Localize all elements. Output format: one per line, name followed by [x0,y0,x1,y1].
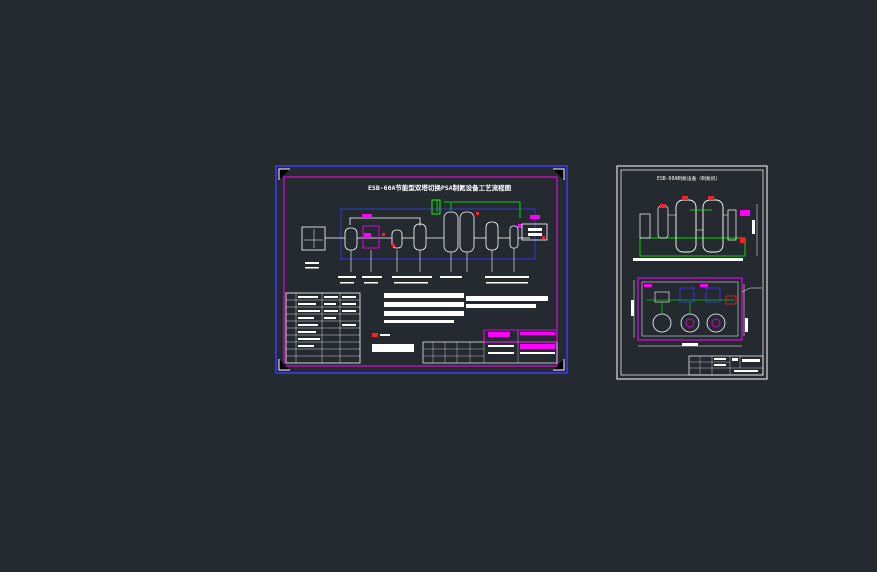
legend-text [380,334,390,336]
plan-view [631,277,762,347]
sheet2-title-block [688,355,764,376]
corner-marks [278,168,565,371]
drawing-sheet-process-flow[interactable]: ESB-60A节能型双塔切换PSA制氮设备工艺流程图 [275,165,568,374]
legend-marker [372,333,378,337]
equipment-labels [305,267,529,284]
control-lines [436,200,521,218]
instrument-markers [362,214,540,238]
parts-list-table [285,292,361,364]
drawing-sheet-equipment-layout[interactable]: ESB-60A制氮设备（制氮机） [616,165,768,380]
outlet-block [521,223,548,241]
sheet-title: ESB-60A节能型双塔切换PSA制氮设备工艺流程图 [368,183,512,192]
title-block [422,329,558,364]
sheet-outer-border [275,165,568,374]
process-piping [325,217,530,239]
drain-lines [350,248,515,272]
sheet2-outer-border [616,165,768,380]
air-compressor-symbol [301,226,326,264]
red-valves [382,212,545,247]
sheet2-title: ESB-60A制氮设备（制氮机） [657,175,720,182]
sheet-inner-border [283,176,558,367]
technical-notes [372,293,548,352]
valve-block [431,199,441,215]
elevation-view [633,196,758,261]
